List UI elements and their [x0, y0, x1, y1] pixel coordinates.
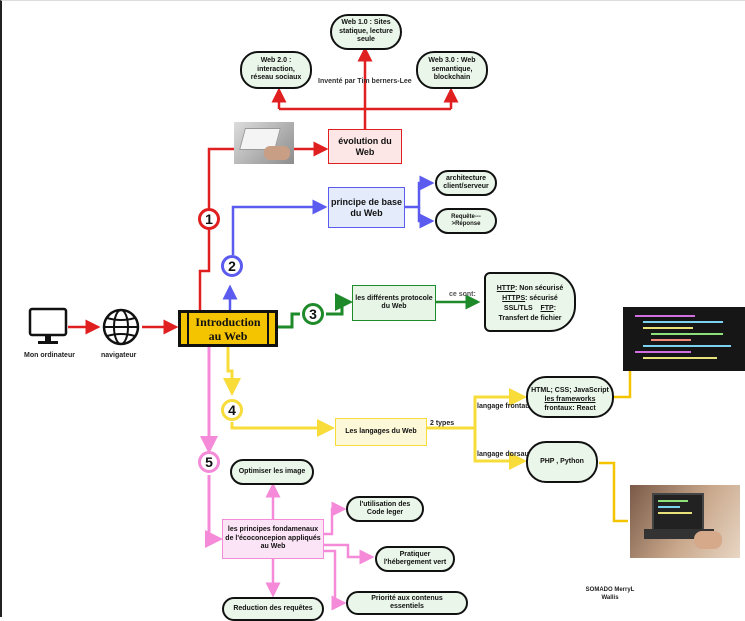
- wire-five-principes: [205, 475, 223, 548]
- branch-number-1: 1: [198, 208, 220, 230]
- frontend-line3: frontaux: React: [544, 405, 596, 412]
- wire-principes-priorite: [324, 549, 347, 611]
- inventor-label: Inventé par Tim berners-Lee: [318, 78, 412, 85]
- branch-number-2: 2: [221, 255, 243, 277]
- evolution-node[interactable]: évolution du Web: [328, 129, 402, 164]
- wire-three-proto: [326, 293, 353, 316]
- frontaux-label: langage frontaux: [477, 403, 534, 410]
- computer-icon: [26, 307, 70, 347]
- http-term: HTTP: [496, 285, 516, 292]
- wire-branch3: [278, 312, 300, 329]
- langages-node[interactable]: Les langages du Web: [335, 418, 427, 446]
- http-desc: : Non sécurisé: [515, 285, 564, 292]
- wire-lang-split: [427, 388, 527, 430]
- two-types-label: 2 types: [430, 420, 455, 427]
- branch-number-5: 5: [198, 451, 220, 473]
- wire-lang-back: [473, 428, 527, 470]
- optimiser-node[interactable]: Optimiser les image: [230, 459, 314, 485]
- code-screen-photo: [623, 307, 745, 371]
- wire-four-lang: [230, 419, 335, 437]
- requete-node[interactable]: Requête--->Réponse: [435, 208, 497, 234]
- laptop-typing-photo: [234, 122, 294, 164]
- central-title-line2: au Web: [208, 329, 248, 343]
- frontend-line1: HTML; CSS; JavaScript: [531, 387, 609, 394]
- computer-label: Mon ordinateur: [24, 352, 75, 359]
- https-desc: : sécurisé: [525, 295, 558, 302]
- wire-branch4: [223, 347, 241, 396]
- wire-branch1: [198, 147, 234, 310]
- ftp-desc: :: [553, 305, 557, 312]
- frontend-node[interactable]: HTML; CSS; JavaScript les frameworks fro…: [526, 376, 614, 418]
- transfert-text: Transfert de fichier: [498, 315, 562, 322]
- protocoles-node[interactable]: les différents protocole du Web: [352, 285, 436, 321]
- wire-back-photo: [599, 461, 628, 523]
- author-line2: Wallis: [601, 595, 619, 601]
- ftp-term: FTP: [540, 305, 554, 312]
- principe-node[interactable]: principe de base du Web: [328, 187, 405, 228]
- architecture-node[interactable]: architecture client/serveur: [435, 170, 497, 196]
- wire-principes-heberg: [324, 543, 375, 565]
- globe-icon: [101, 307, 141, 347]
- central-title-line1: Introduction: [195, 315, 261, 329]
- ecoconception-node[interactable]: les principes fondamenaux de l'écoconcep…: [222, 519, 324, 559]
- web1-node[interactable]: Web 1.0 : Sites statique, lecture seule: [330, 14, 402, 50]
- dorsaux-label: langage dorsaux: [477, 451, 533, 458]
- web3-node[interactable]: Web 3.0 : Web semantique, blockchain: [416, 51, 488, 89]
- author-credit: SOMADO MerryL Wallis: [570, 586, 650, 602]
- wire-principe-req: [417, 207, 435, 229]
- branch-number-4: 4: [221, 399, 243, 421]
- frontend-line2: les frameworks: [544, 396, 596, 403]
- reduction-node[interactable]: Reduction des requêtes: [222, 597, 324, 621]
- https-term: HTTPS: [502, 295, 526, 302]
- priorite-node[interactable]: Priorité aux contenus essentiels: [346, 591, 468, 615]
- code-leger-node[interactable]: l'utilisation des Code leger: [346, 496, 424, 522]
- ce-sont-label: ce sont:: [449, 291, 476, 298]
- browser-label: navigateur: [101, 352, 137, 359]
- wire-branch2-up: [231, 199, 328, 255]
- wire-principe-archi: [405, 175, 435, 209]
- http-node[interactable]: HTTP: Non sécurisé HTTPS: sécurisé SSL/T…: [484, 272, 576, 332]
- wire-front-photo: [614, 371, 632, 399]
- branch-number-3: 3: [302, 303, 324, 325]
- author-line1: SOMADO MerryL: [585, 587, 635, 593]
- web2-node[interactable]: Web 2.0 : interaction, réseau sociaux: [240, 51, 312, 89]
- backend-node[interactable]: PHP , Python: [526, 441, 598, 483]
- ssl-term: SSL/TLS: [503, 305, 533, 312]
- laptop-code-photo: [630, 485, 740, 558]
- wire-principes-code: [324, 501, 347, 536]
- hebergement-node[interactable]: Pratiquer l'hébergement vert: [375, 546, 455, 572]
- central-topic[interactable]: Introduction au Web: [178, 310, 278, 347]
